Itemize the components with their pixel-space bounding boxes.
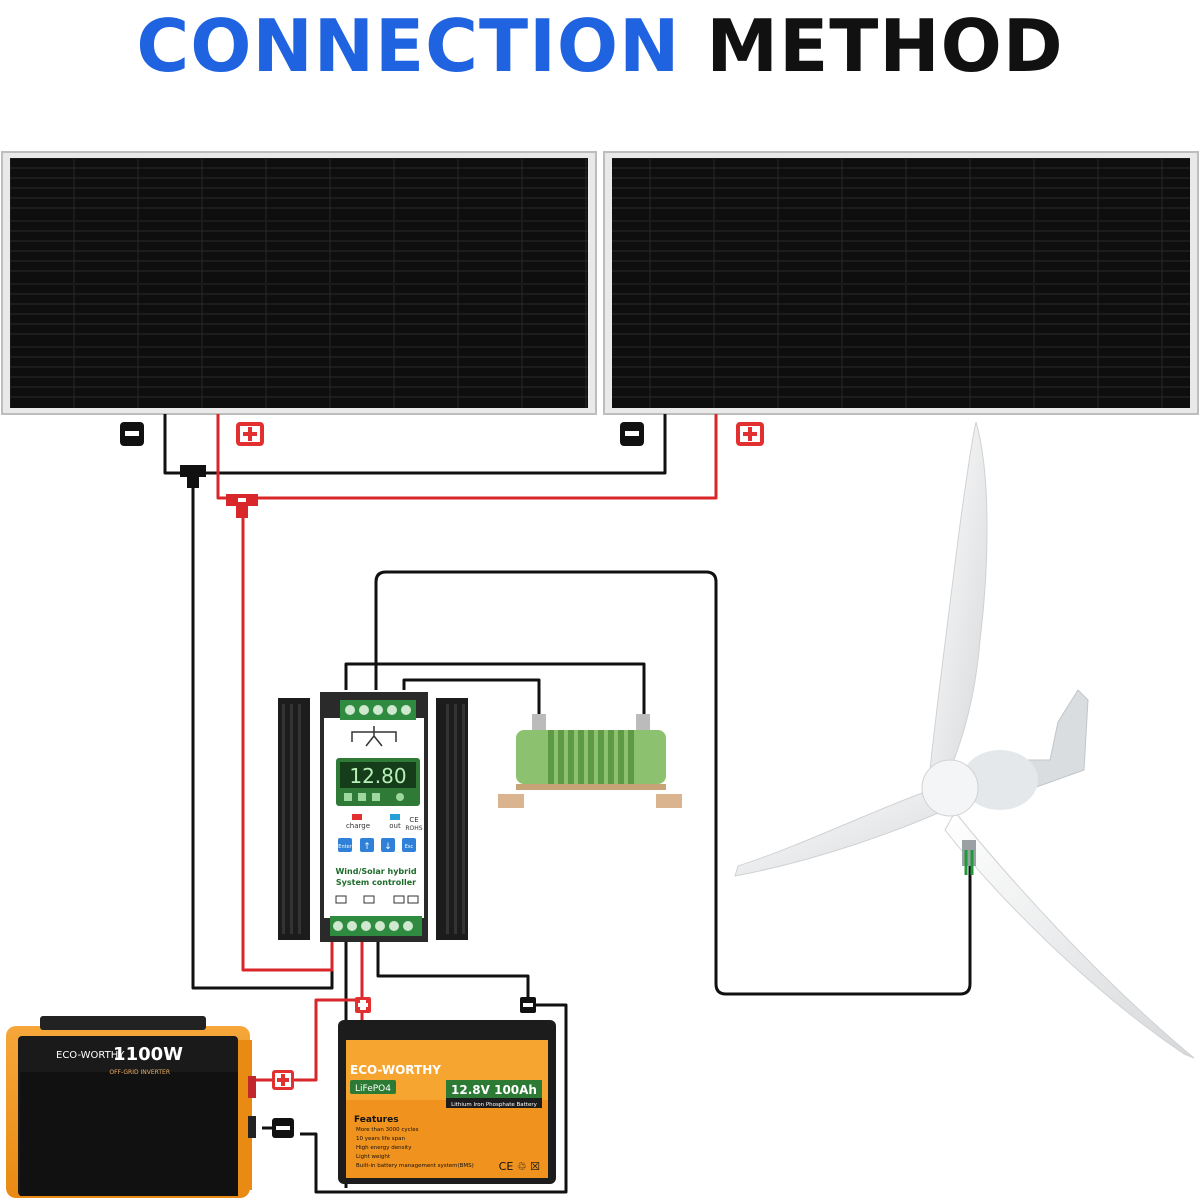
panel-left-neg-badge xyxy=(120,422,144,446)
battery-feature: More than 3000 cycles xyxy=(356,1127,419,1133)
page-title: CONNECTION METHOD xyxy=(0,6,1200,86)
battery-feature: Built-in battery management system(BMS) xyxy=(356,1163,474,1169)
wind-turbine xyxy=(734,421,1195,1059)
down-button[interactable] xyxy=(381,838,395,852)
title-word-method: METHOD xyxy=(706,4,1064,88)
enter-button[interactable] xyxy=(338,838,352,852)
battery-feature: 10 years life span xyxy=(356,1136,405,1142)
panel-left-pos-badge xyxy=(236,422,264,446)
solar-panel-right xyxy=(603,151,1199,415)
inverter: ECO-WORTHY 1100W OFF-GRID INVERTER xyxy=(6,1016,256,1198)
dump-resistor xyxy=(498,714,682,808)
inverter-power: 1100W xyxy=(113,1044,183,1065)
up-button[interactable] xyxy=(360,838,374,852)
panel-right-pos-badge xyxy=(736,422,764,446)
red-wires xyxy=(216,414,718,1082)
inverter-type: OFF-GRID INVERTER xyxy=(109,1069,170,1076)
rohs-mark: ROHS xyxy=(405,825,422,832)
panel-right-neg-badge xyxy=(620,422,644,446)
battery-brand: ECO-WORTHY xyxy=(350,1063,441,1077)
battery-neg-connector xyxy=(520,997,536,1013)
enter-label: Enter xyxy=(338,844,352,850)
up-label: ↑ xyxy=(363,842,371,852)
black-t-connector xyxy=(180,465,206,488)
title-word-connection: CONNECTION xyxy=(136,4,681,88)
battery: ECO-WORTHY LiFePO4 12.8V 100Ah Lithium I… xyxy=(338,1020,556,1184)
solar-panel-left xyxy=(1,151,597,415)
battery-features-title: Features xyxy=(354,1115,399,1125)
lcd-readout: 12.80 xyxy=(349,764,406,788)
controller-name-line2: System controller xyxy=(336,878,416,887)
battery-chem: LiFePO4 xyxy=(355,1084,391,1094)
controller-buttons: Enter ↑ ↓ Esc xyxy=(338,838,416,852)
wind-turbine-icon xyxy=(351,726,397,747)
battery-sub: Lithium Iron Phosphate Battery xyxy=(451,1102,537,1108)
hybrid-controller: 12.80 charge out CE ROHS Enter ↑ ↓ Esc W… xyxy=(278,692,468,942)
out-label: out xyxy=(389,822,401,830)
esc-button[interactable] xyxy=(402,838,416,852)
inverter-brand: ECO-WORTHY xyxy=(56,1050,125,1061)
battery-cert-marks: CE ♲ ☒ xyxy=(499,1160,540,1173)
battery-spec: 12.8V 100Ah xyxy=(451,1083,537,1097)
down-label: ↓ xyxy=(384,842,392,852)
controller-name-line1: Wind/Solar hybrid xyxy=(335,867,416,876)
esc-label: Esc xyxy=(405,844,414,850)
charge-label: charge xyxy=(346,822,370,830)
ce-mark: CE xyxy=(409,816,418,824)
red-t-connector xyxy=(226,494,258,518)
battery-feature: Light weight xyxy=(356,1154,391,1160)
battery-feature: High energy density xyxy=(356,1145,412,1151)
inverter-pos-badge xyxy=(272,1070,294,1090)
inverter-neg-badge xyxy=(272,1118,294,1138)
battery-pos-connector xyxy=(355,997,371,1013)
